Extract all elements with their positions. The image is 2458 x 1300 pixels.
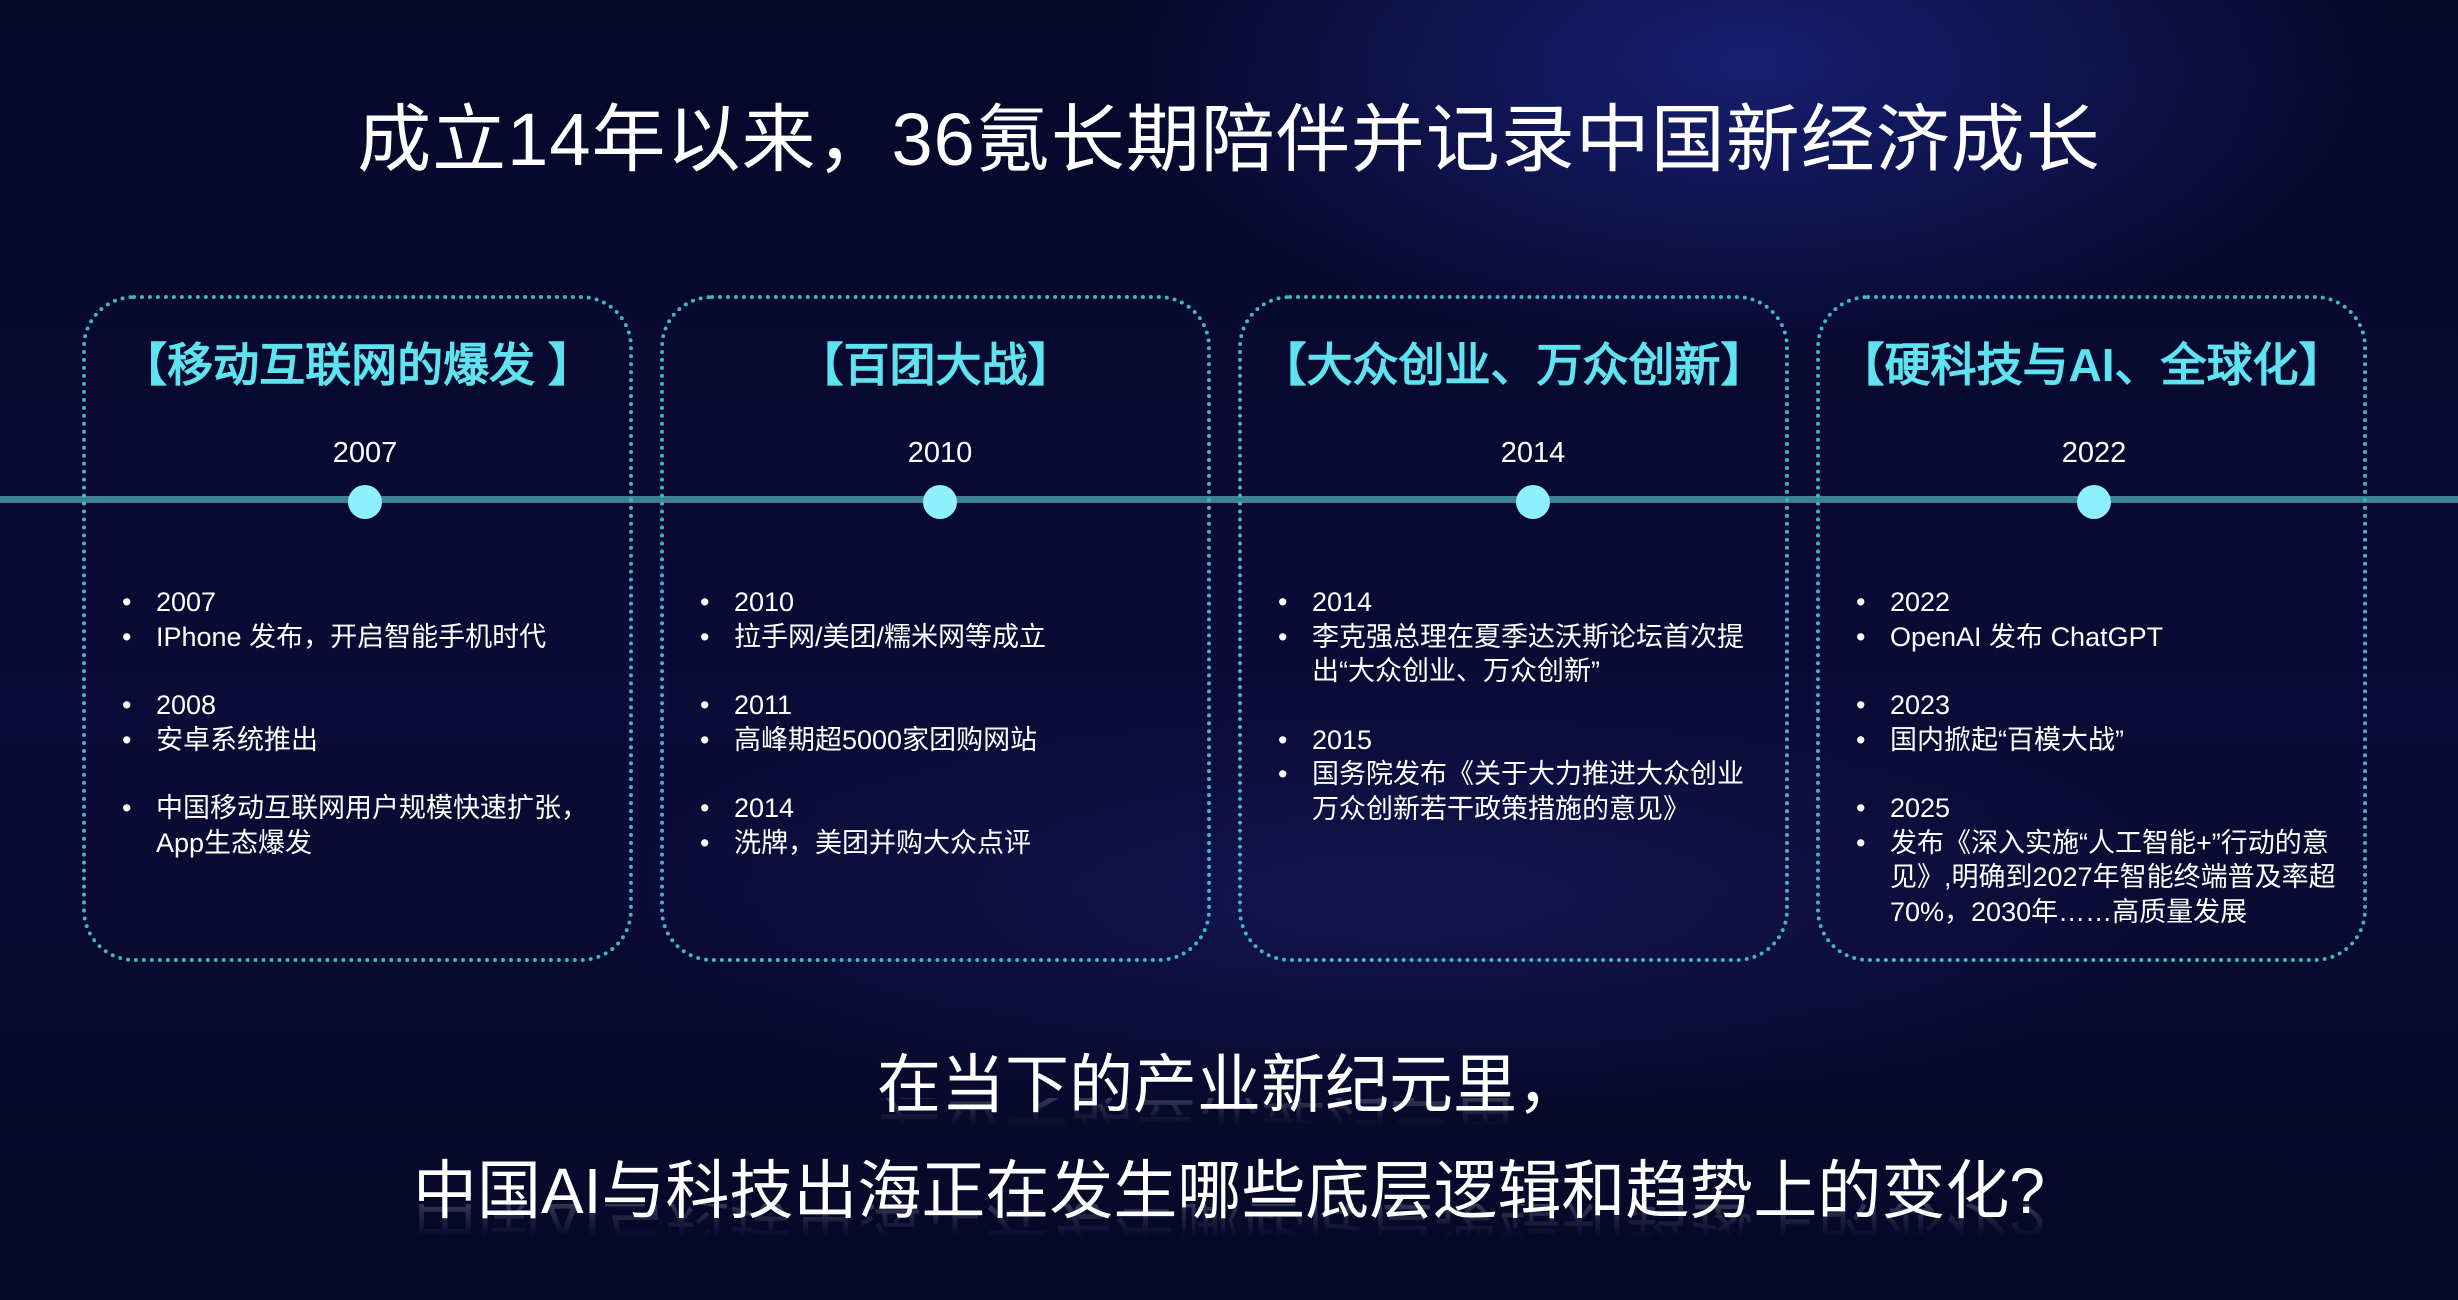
closing-line-2: 中国AI与科技出海正在发生哪些底层逻辑和趋势上的变化? <box>412 1155 2046 1227</box>
era-year: 2010 <box>907 437 973 469</box>
closing-line-2-reflection: 中国AI与科技出海正在发生哪些底层逻辑和趋势上的变化? <box>0 1204 2458 1264</box>
event-item: 2025 <box>1856 791 2343 826</box>
reflection-text: 在当下的产业新纪元里， <box>877 1098 1581 1133</box>
era-heading: 【移动互联网的爆发 】 <box>121 339 594 391</box>
event-item: 2011 <box>700 688 1187 723</box>
event-item: OpenAI 发布 ChatGPT <box>1856 620 2343 655</box>
era-card: 【大众创业、万众创新】 2014 2014李克强总理在夏季达沃斯论坛首次提出“大… <box>1238 295 1789 962</box>
event-item: 2008 <box>122 688 609 723</box>
timeline-dot <box>2077 485 2111 519</box>
timeline-line <box>0 496 2458 503</box>
event-item: 李克强总理在夏季达沃斯论坛首次提出“大众创业、万众创新” <box>1278 620 1765 689</box>
timeline-dot <box>923 485 957 519</box>
event-list: 2014李克强总理在夏季达沃斯论坛首次提出“大众创业、万众创新” 2015国务院发… <box>1278 585 1765 826</box>
era-year: 2014 <box>1500 437 1566 469</box>
event-item: 安卓系统推出 <box>122 723 609 758</box>
event-item: 2014 <box>700 791 1187 826</box>
event-item: IPhone 发布，开启智能手机时代 <box>122 620 609 655</box>
event-item: 2015 <box>1278 723 1765 758</box>
event-item: 国务院发布《关于大力推进大众创业万众创新若干政策措施的意见》 <box>1278 757 1765 826</box>
era-heading: 【百团大战】 <box>797 339 1074 391</box>
page-title: 成立14年以来，36氪长期陪伴并记录中国新经济成长 <box>357 98 2101 181</box>
era-heading: 【硬科技与AI、全球化】 <box>1838 339 2345 391</box>
closing-line-1: 在当下的产业新纪元里， <box>877 1049 1581 1121</box>
era-year: 2022 <box>2061 437 2127 469</box>
event-item: 拉手网/美团/糯米网等成立 <box>700 620 1187 655</box>
event-item: 洗牌，美团并购大众点评 <box>700 826 1187 861</box>
event-list: 2010拉手网/美团/糯米网等成立 2011高峰期超5000家团购网站 2014洗牌… <box>700 585 1187 860</box>
event-list: 2007IPhone 发布，开启智能手机时代 2008安卓系统推出中国移动互联网用… <box>122 585 609 860</box>
reflection-text: 中国AI与科技出海正在发生哪些底层逻辑和趋势上的变化? <box>412 1204 2046 1249</box>
timeline-dot <box>348 485 382 519</box>
era-card: 【移动互联网的爆发 】 2007 2007IPhone 发布，开启智能手机时代2… <box>82 295 633 962</box>
event-item: 2014 <box>1278 585 1765 620</box>
event-item: 2023 <box>1856 688 2343 723</box>
event-item: 高峰期超5000家团购网站 <box>700 723 1187 758</box>
event-item: 中国移动互联网用户规模快速扩张，App生态爆发 <box>122 791 609 860</box>
event-list: 2022OpenAI 发布 ChatGPT 2023国内掀起“百模大战” 2025发… <box>1856 585 2343 929</box>
event-item: 2010 <box>700 585 1187 620</box>
era-year: 2007 <box>332 437 398 469</box>
event-item: 2007 <box>122 585 609 620</box>
era-card: 【硬科技与AI、全球化】 2022 2022OpenAI 发布 ChatGPT2… <box>1816 295 2367 962</box>
era-heading: 【大众创业、万众创新】 <box>1260 339 1767 391</box>
event-item: 发布《深入实施“人工智能+”行动的意见》,明确到2027年智能终端普及率超70%… <box>1856 826 2343 930</box>
era-card: 【百团大战】 2010 2010拉手网/美团/糯米网等成立2011高峰期超500… <box>660 295 1211 962</box>
event-item: 国内掀起“百模大战” <box>1856 723 2343 758</box>
timeline-dot <box>1516 485 1550 519</box>
event-item: 2022 <box>1856 585 2343 620</box>
